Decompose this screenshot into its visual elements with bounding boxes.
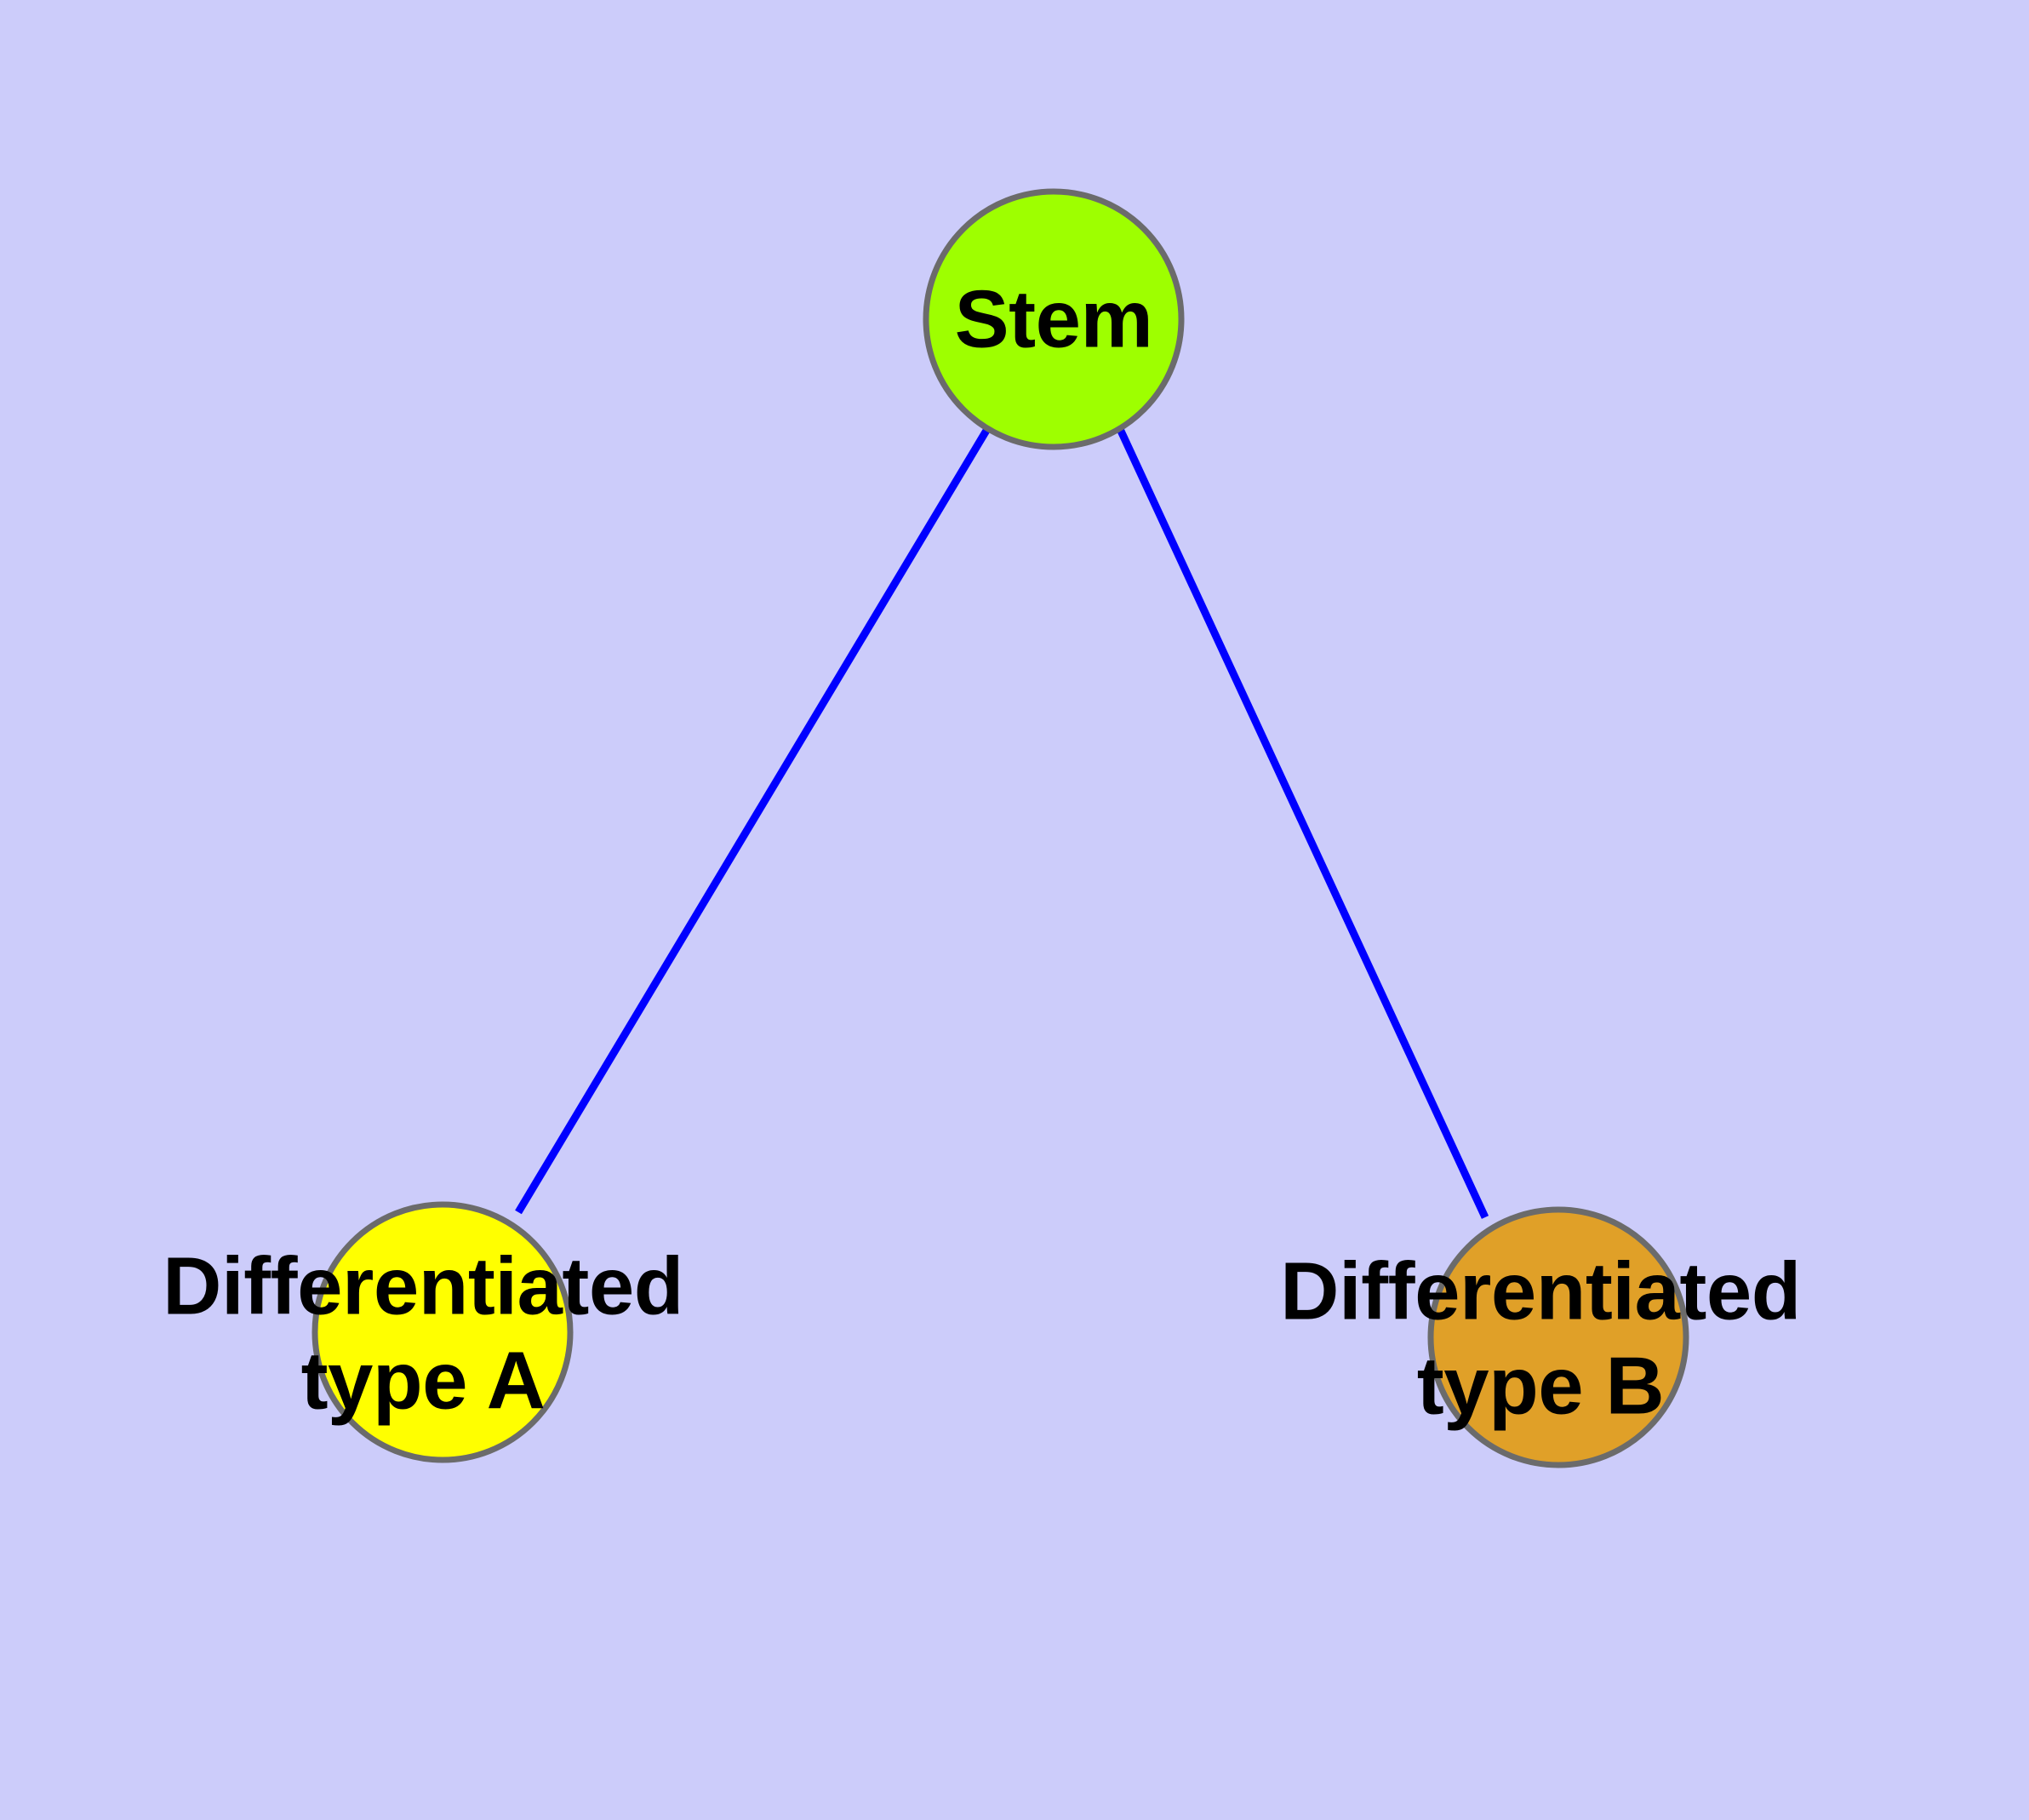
edge-stem-to-diff-a[interactable]	[515, 426, 991, 1215]
node-stem-circle[interactable]	[923, 188, 1185, 450]
node-layer	[311, 188, 1689, 1468]
edge-layer	[515, 426, 1489, 1219]
edge-stem-to-diff-b[interactable]	[1116, 427, 1489, 1219]
node-diff-a-circle[interactable]	[311, 1201, 574, 1463]
node-diff-b-circle[interactable]	[1427, 1206, 1689, 1468]
